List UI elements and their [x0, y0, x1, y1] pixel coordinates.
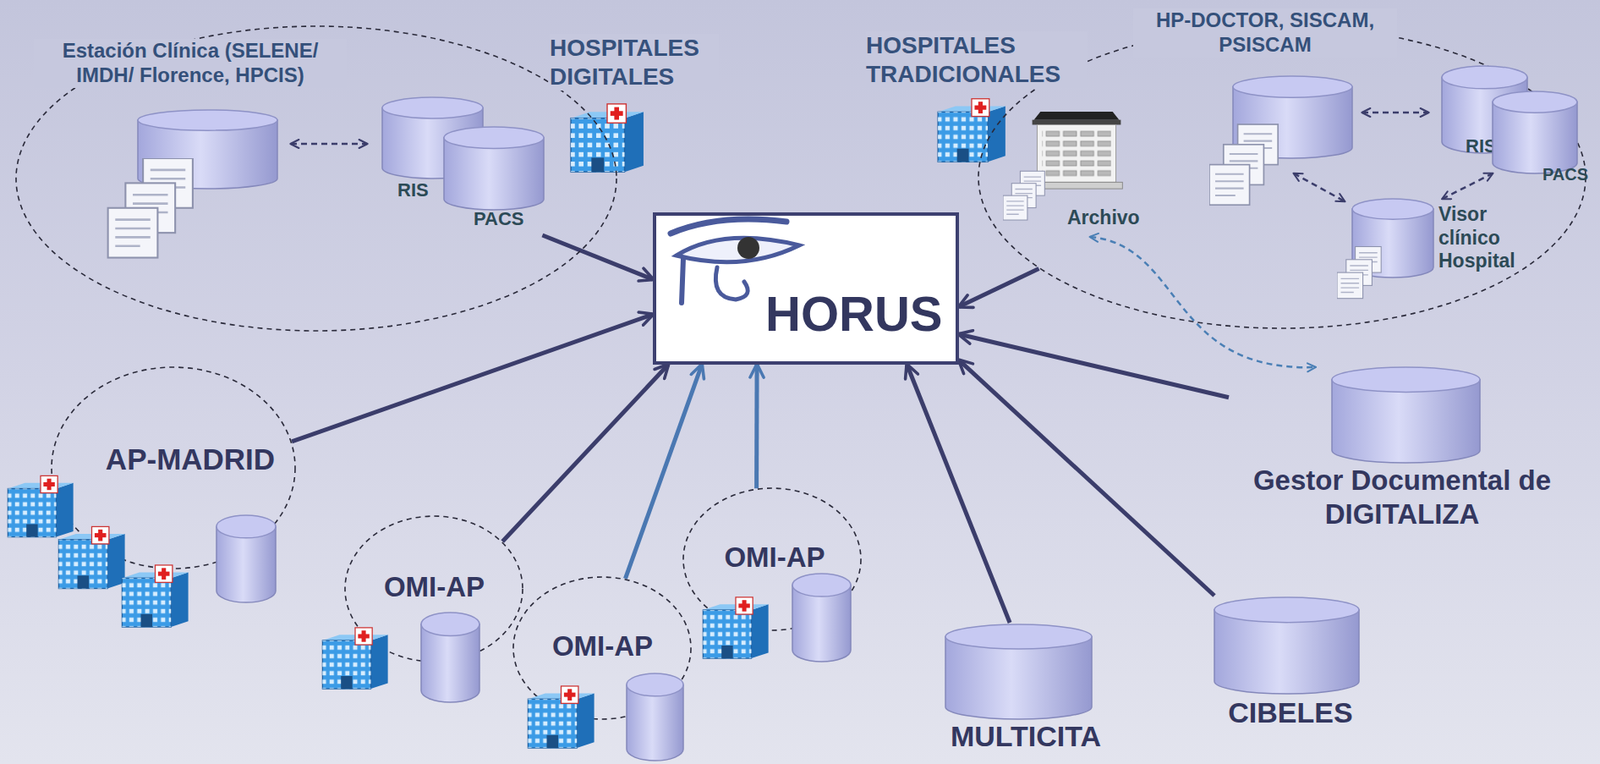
- system-box: HORUS: [652, 212, 959, 365]
- document-stack: [1209, 124, 1278, 205]
- graphic-part: [737, 236, 760, 259]
- graphic-part: [1331, 367, 1480, 463]
- graphic-part: [715, 267, 748, 300]
- node-label: AP-MADRID: [93, 441, 288, 477]
- database-cylinder: [1214, 597, 1359, 694]
- database-cylinder: [626, 673, 684, 761]
- hospital-icon: [7, 475, 73, 537]
- graphic-part: [527, 673, 684, 761]
- connector-arrow: [624, 364, 702, 579]
- connector-arrow: [906, 364, 1010, 623]
- graphic-part: [1492, 91, 1578, 174]
- graphic-part: [1336, 198, 1434, 299]
- database-cylinder: [945, 624, 1092, 719]
- graphic-part: [702, 573, 851, 662]
- node-label: RIS: [397, 179, 449, 202]
- graphic-part: [1441, 65, 1528, 89]
- database-cylinder: PACS: [1492, 88, 1596, 195]
- node-label: Gestor Documental de DIGITALIZA: [1228, 463, 1576, 531]
- connector-arrow: [958, 360, 1215, 596]
- site-circle: AP-MADRID: [50, 366, 296, 570]
- dashed-link: [1362, 111, 1429, 115]
- connector-arrow: [1442, 173, 1493, 199]
- database-cylinder: [216, 515, 276, 603]
- connector-arrow: [502, 364, 669, 542]
- graphic-part: [421, 612, 480, 636]
- group-heading: HOSPITALES DIGITALES: [549, 33, 719, 91]
- graphic-part: [681, 257, 684, 303]
- graphic-part: [945, 624, 1092, 649]
- box-outline: [654, 213, 958, 363]
- graphic-part: [1331, 367, 1480, 392]
- document-stack: [1002, 170, 1045, 220]
- graphic-part: [1209, 76, 1429, 205]
- graphic-part: [443, 126, 544, 210]
- database-cylinder: Gestor Documental de DIGITALIZA: [1228, 367, 1576, 545]
- database-cylinder: CIBELES: [1214, 595, 1367, 738]
- node-label: CIBELES: [1214, 695, 1367, 730]
- database-cylinder: [792, 573, 851, 662]
- dashed-link: [290, 142, 368, 146]
- graphic-part: [945, 624, 1092, 719]
- viewer-database: Visor clínico Hospital: [1336, 198, 1536, 302]
- node-label: HORUS: [765, 284, 954, 344]
- graphic-part: [1002, 111, 1123, 220]
- graphic-part: [108, 109, 368, 258]
- node-label: Estación Clínica (SELENE/ IMDH/ Florence…: [33, 38, 347, 88]
- connector-arrow: [958, 334, 1229, 398]
- hospital-icon: [121, 564, 188, 627]
- connector-arrow: [291, 314, 653, 442]
- node-label: PACS: [473, 208, 535, 231]
- archive-building: Archivo: [1002, 99, 1157, 237]
- hospital-icon: [570, 104, 644, 172]
- hospital-icon: [937, 98, 1006, 163]
- database-cylinder: PACS: [443, 125, 546, 236]
- hospital-icon: [322, 627, 388, 689]
- site-circle: OMI-AP: [512, 575, 692, 720]
- hospital-icon: [527, 685, 594, 748]
- connector-arrow: [958, 268, 1039, 307]
- site-circle: OMI-AP: [344, 515, 524, 663]
- database-cylinder: [421, 612, 480, 702]
- node-label: OMI-AP: [368, 569, 500, 604]
- node-label: HP-DOCTOR, SISCAM, PSISCAM: [1133, 8, 1398, 58]
- graphic-part: [1214, 597, 1359, 623]
- graphic-part: [216, 515, 276, 538]
- node-label: Archivo: [1067, 206, 1157, 231]
- graphic-part: [1352, 198, 1434, 220]
- graphic-part: [1214, 597, 1359, 694]
- database-cylinder: MULTICITA: [936, 622, 1115, 760]
- hospital-icon: [58, 526, 125, 588]
- graphic-part: [1232, 76, 1353, 98]
- node-label: OMI-AP: [706, 540, 843, 575]
- group-heading: HOSPITALES TRADICIONALES: [865, 31, 1088, 88]
- database-cylinder: [1492, 91, 1578, 174]
- node-label: MULTICITA: [936, 718, 1115, 754]
- graphic-part: [322, 612, 480, 702]
- site-circle: OMI-AP: [682, 487, 862, 631]
- connector-arrow: [542, 235, 653, 280]
- graphic-part: [443, 126, 544, 148]
- dashed-outline: [16, 26, 617, 331]
- graphic-part: [7, 475, 276, 627]
- graphic-part: [670, 219, 787, 234]
- graphic-part: [626, 673, 684, 696]
- dashed-link: [1293, 173, 1345, 202]
- connector-arrow: [1090, 236, 1316, 368]
- graphic-part: [1492, 91, 1578, 113]
- graphic-part: [382, 97, 483, 119]
- hospital-icon: [702, 597, 768, 658]
- node-label: Visor clínico Hospital: [1438, 202, 1534, 274]
- connector-arrow: [754, 364, 759, 488]
- database-cylinder: [443, 126, 544, 210]
- document-stack: [108, 158, 193, 258]
- database-cylinder: [1331, 367, 1480, 463]
- graphic-part: [792, 573, 851, 597]
- node-label: PACS: [1542, 164, 1594, 185]
- graphic-part: [137, 109, 278, 131]
- document-stack: [1336, 246, 1381, 299]
- node-label: OMI-AP: [532, 629, 673, 664]
- region-ellipse: Estación Clínica (SELENE/ IMDH/ Florence…: [15, 25, 618, 332]
